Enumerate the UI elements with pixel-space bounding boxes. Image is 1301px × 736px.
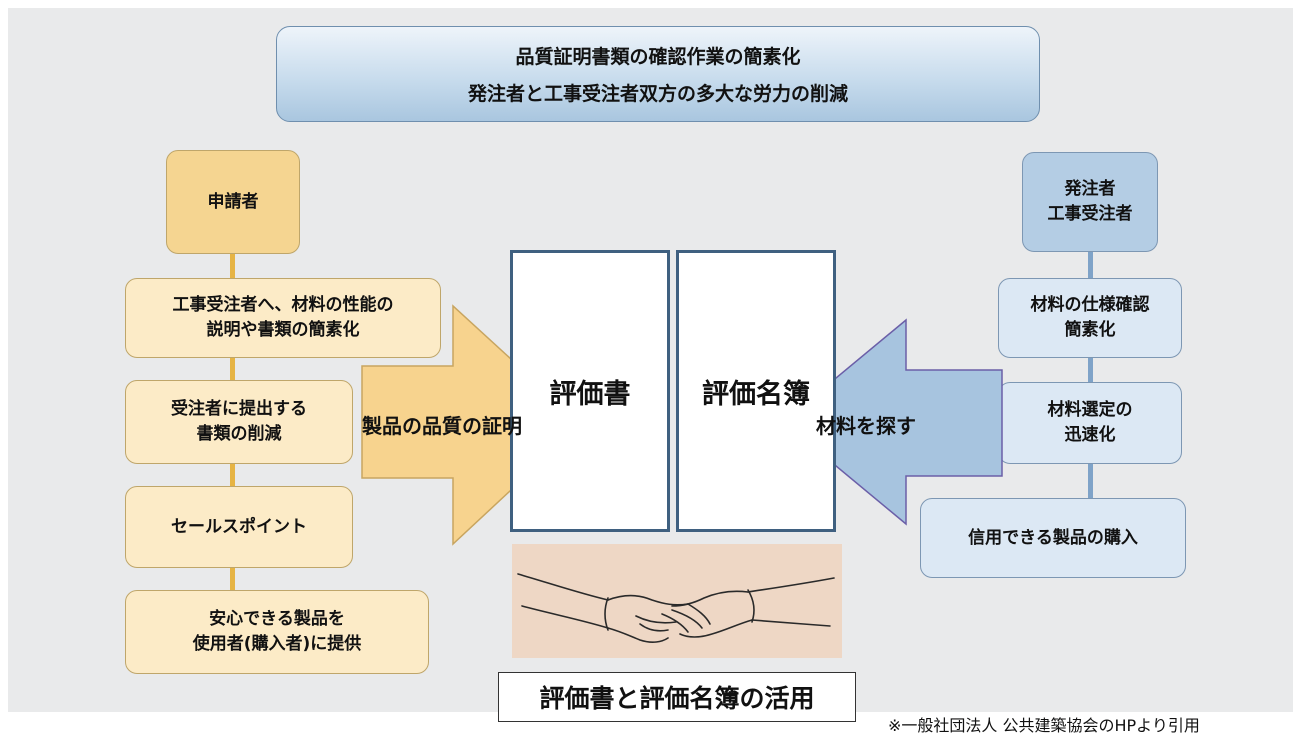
left-item-box: 工事受注者へ、材料の性能の 説明や書類の簡素化 [125, 278, 441, 358]
right-item-box: 材料選定の 迅速化 [998, 382, 1182, 464]
orderer-header-box: 発注者 工事受注者 [1022, 152, 1158, 252]
right-connector [1088, 356, 1093, 384]
right-connector [1088, 462, 1093, 502]
left-connector [230, 250, 235, 282]
banner-line-2: 発注者と工事受注者双方の多大な労力の削減 [467, 83, 848, 105]
usage-caption: 評価書と評価名簿の活用 [498, 672, 856, 722]
left-connector [230, 356, 235, 382]
left-item-box: 安心できる製品を 使用者(購入者)に提供 [125, 590, 429, 674]
left-item-box: 受注者に提出する 書類の削減 [125, 380, 353, 464]
applicant-header-box: 申請者 [166, 150, 300, 254]
right-item-box: 材料の仕様確認 簡素化 [998, 278, 1182, 358]
right-item-box: 信用できる製品の購入 [920, 498, 1186, 578]
evaluation-report-book: 評価書 [510, 250, 670, 532]
evaluation-list-book: 評価名簿 [676, 250, 836, 532]
arrow-right-label: 材料を探す [816, 414, 916, 438]
arrow-left-label: 製品の品質の証明 [362, 414, 522, 438]
banner-line-1: 品質証明書類の確認作業の簡素化 [515, 46, 801, 68]
right-connector [1088, 250, 1093, 280]
source-note: ※一般社団法人 公共建築協会のHPより引用 [888, 716, 1200, 735]
handshake-illustration [512, 544, 842, 658]
summary-banner: 品質証明書類の確認作業の簡素化 発注者と工事受注者双方の多大な労力の削減 [276, 26, 1040, 122]
left-item-box: セールスポイント [125, 486, 353, 568]
left-connector [230, 462, 235, 488]
search-material-arrow [781, 318, 1003, 526]
left-connector [230, 566, 235, 592]
